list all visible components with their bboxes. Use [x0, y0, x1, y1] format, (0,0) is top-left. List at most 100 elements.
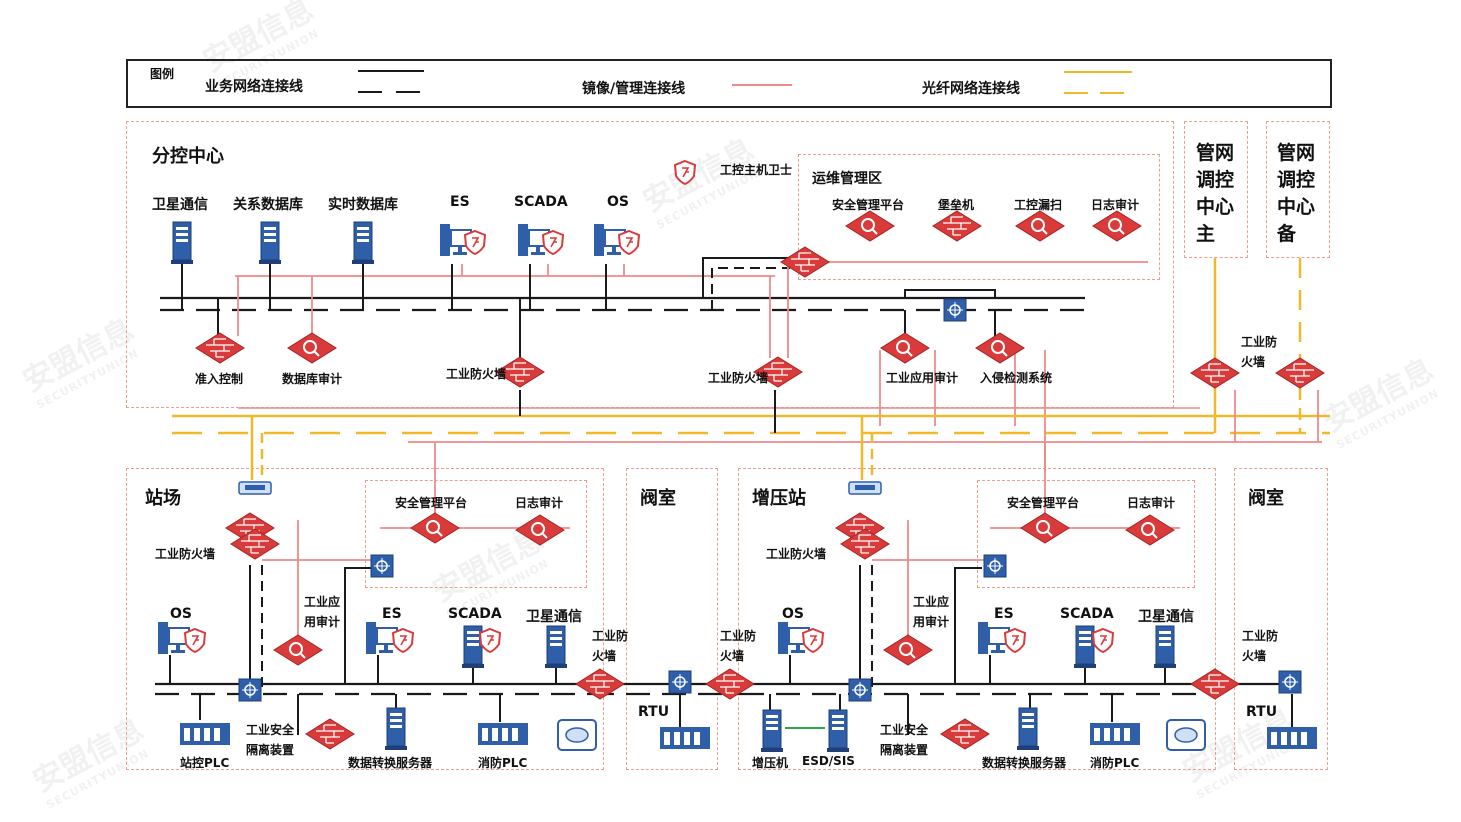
station-uplink-firewall-label: 工业防火墙 — [592, 629, 629, 663]
booster-uplink-firewall-icon — [1190, 668, 1240, 700]
vuln-scan-icon — [1015, 210, 1065, 242]
ops-item-label: 堡垒机 — [938, 198, 975, 212]
booster-core-switch-icon — [983, 554, 1007, 578]
valve1-rtu-label: RTU — [638, 704, 670, 720]
compressor-label: 增压机 — [752, 756, 789, 770]
booster-firewall-label: 工业防火墙 — [766, 547, 827, 561]
station-data-server-label: 数据转换服务器 — [348, 756, 433, 770]
booster-title: 增压站 — [752, 488, 806, 509]
pipeline-backup-title: 管网调控中心备 — [1277, 142, 1316, 245]
zone-ops-management — [798, 154, 1160, 280]
host-label: 实时数据库 — [328, 197, 398, 213]
booster-log-audit-label: 日志审计 — [1127, 496, 1176, 510]
pipeline-backup-firewall-icon — [1275, 357, 1325, 389]
station-switch-icon — [238, 678, 262, 702]
firewall-label: 工业防火墙 — [446, 367, 507, 381]
app-audit-label: 工业应用审计 — [886, 371, 959, 385]
zone-station — [126, 468, 604, 770]
relational-db-server-icon — [258, 221, 282, 265]
pipeline-main-firewall-icon — [1190, 357, 1240, 389]
station-host-label: 卫星通信 — [526, 609, 582, 625]
firewall-label: 工业防火墙 — [708, 371, 769, 385]
booster-host-label: ES — [994, 606, 1014, 622]
host-guard-shield-icon — [184, 628, 206, 653]
log-audit-icon — [1092, 210, 1142, 242]
host-label: 卫星通信 — [152, 197, 208, 213]
valve2-firewall-label: 工业防火墙 — [1242, 629, 1279, 663]
station-router-icon — [238, 481, 272, 495]
station-os-icon — [157, 621, 190, 655]
branch-switch-icon — [943, 298, 967, 322]
ids-label: 入侵检测系统 — [980, 371, 1053, 385]
booster-log-audit-icon — [1125, 514, 1175, 546]
zone-station-mgmt — [365, 480, 587, 588]
booster-fire-plc-icon — [1090, 723, 1140, 745]
host-guard-label: 工控主机卫士 — [720, 163, 793, 177]
host-guard-shield-icon — [802, 628, 824, 653]
valve1-switch-icon — [668, 670, 692, 694]
station-firewall-label: 工业防火墙 — [155, 547, 216, 561]
security-platform-icon — [845, 210, 895, 242]
station-core-switch-icon — [370, 554, 394, 578]
booster-app-audit-icon — [883, 634, 933, 666]
station-mgmt-label: 安全管理平台 — [395, 496, 468, 510]
booster-isolation-label: 工业安全隔离装置 — [880, 723, 929, 757]
booster-host-label: SCADA — [1060, 606, 1114, 622]
ops-item-label: 安全管理平台 — [832, 198, 905, 212]
zone-pipeline-backup — [1266, 121, 1330, 258]
booster-router-icon — [848, 481, 882, 495]
station-log-audit-icon — [515, 514, 565, 546]
valve2-rtu-label: RTU — [1246, 704, 1278, 720]
booster-isolation-icon — [940, 718, 990, 750]
valve1-firewall-label: 工业防火墙 — [720, 629, 757, 663]
legend — [126, 59, 1332, 108]
station-isolation-icon — [305, 718, 355, 750]
station-isolation-label: 工业安全隔离装置 — [246, 723, 295, 757]
valve2-title: 阀室 — [1248, 488, 1284, 509]
station-host-label: ES — [382, 606, 402, 622]
ids-icon — [975, 332, 1025, 364]
booster-fire-plc-label: 消防PLC — [1090, 756, 1140, 770]
booster-app-audit-label: 工业应用审计 — [913, 595, 950, 629]
valve2-rtu-icon — [1267, 727, 1317, 749]
station-host-label: OS — [170, 606, 192, 622]
access-control-label: 准入控制 — [195, 372, 244, 386]
host-label: SCADA — [514, 194, 568, 210]
ops-item-label: 日志审计 — [1091, 198, 1140, 212]
station-host-label: SCADA — [448, 606, 502, 622]
legend-business-label: 业务网络连接线 — [205, 79, 303, 95]
ops-zone-title: 运维管理区 — [812, 171, 882, 187]
zone-booster-mgmt — [977, 480, 1195, 588]
ops-item-label: 工控漏扫 — [1014, 198, 1063, 212]
satellite-server-icon — [170, 221, 194, 265]
station-security-platform-icon — [410, 512, 460, 544]
booster-data-server-icon — [1016, 707, 1040, 751]
access-control-icon — [195, 332, 245, 364]
bastion-icon — [932, 210, 982, 242]
host-label: 关系数据库 — [233, 197, 303, 213]
zone-pipeline-main — [1184, 121, 1248, 258]
station-es-icon — [365, 621, 398, 655]
app-audit-icon — [880, 332, 930, 364]
realtime-db-server-icon — [351, 221, 375, 265]
compressor-icon — [760, 709, 784, 753]
host-guard-shield-icon — [464, 230, 486, 255]
station-satellite-icon — [544, 625, 568, 669]
valve1-rtu-icon — [660, 727, 710, 749]
zone-booster — [738, 468, 1216, 770]
station-uplink-firewall-icon — [575, 668, 625, 700]
host-guard-shield-icon — [479, 628, 501, 653]
db-audit-label: 数据库审计 — [282, 372, 343, 386]
legend-mirror-label: 镜像/管理连接线 — [582, 81, 686, 97]
station-log-audit-label: 日志审计 — [515, 496, 564, 510]
db-audit-icon — [287, 332, 337, 364]
host-guard-shield-icon — [1004, 628, 1026, 653]
station-app-audit-icon — [273, 634, 323, 666]
host-guard-shield-icon — [542, 230, 564, 255]
station-title: 站场 — [145, 488, 181, 509]
booster-host-label: OS — [782, 606, 804, 622]
host-guard-shield-icon — [1092, 628, 1114, 653]
station-plc-icon — [180, 723, 230, 745]
station-data-server-icon — [384, 707, 408, 751]
zone-valve-room-1 — [626, 468, 718, 770]
